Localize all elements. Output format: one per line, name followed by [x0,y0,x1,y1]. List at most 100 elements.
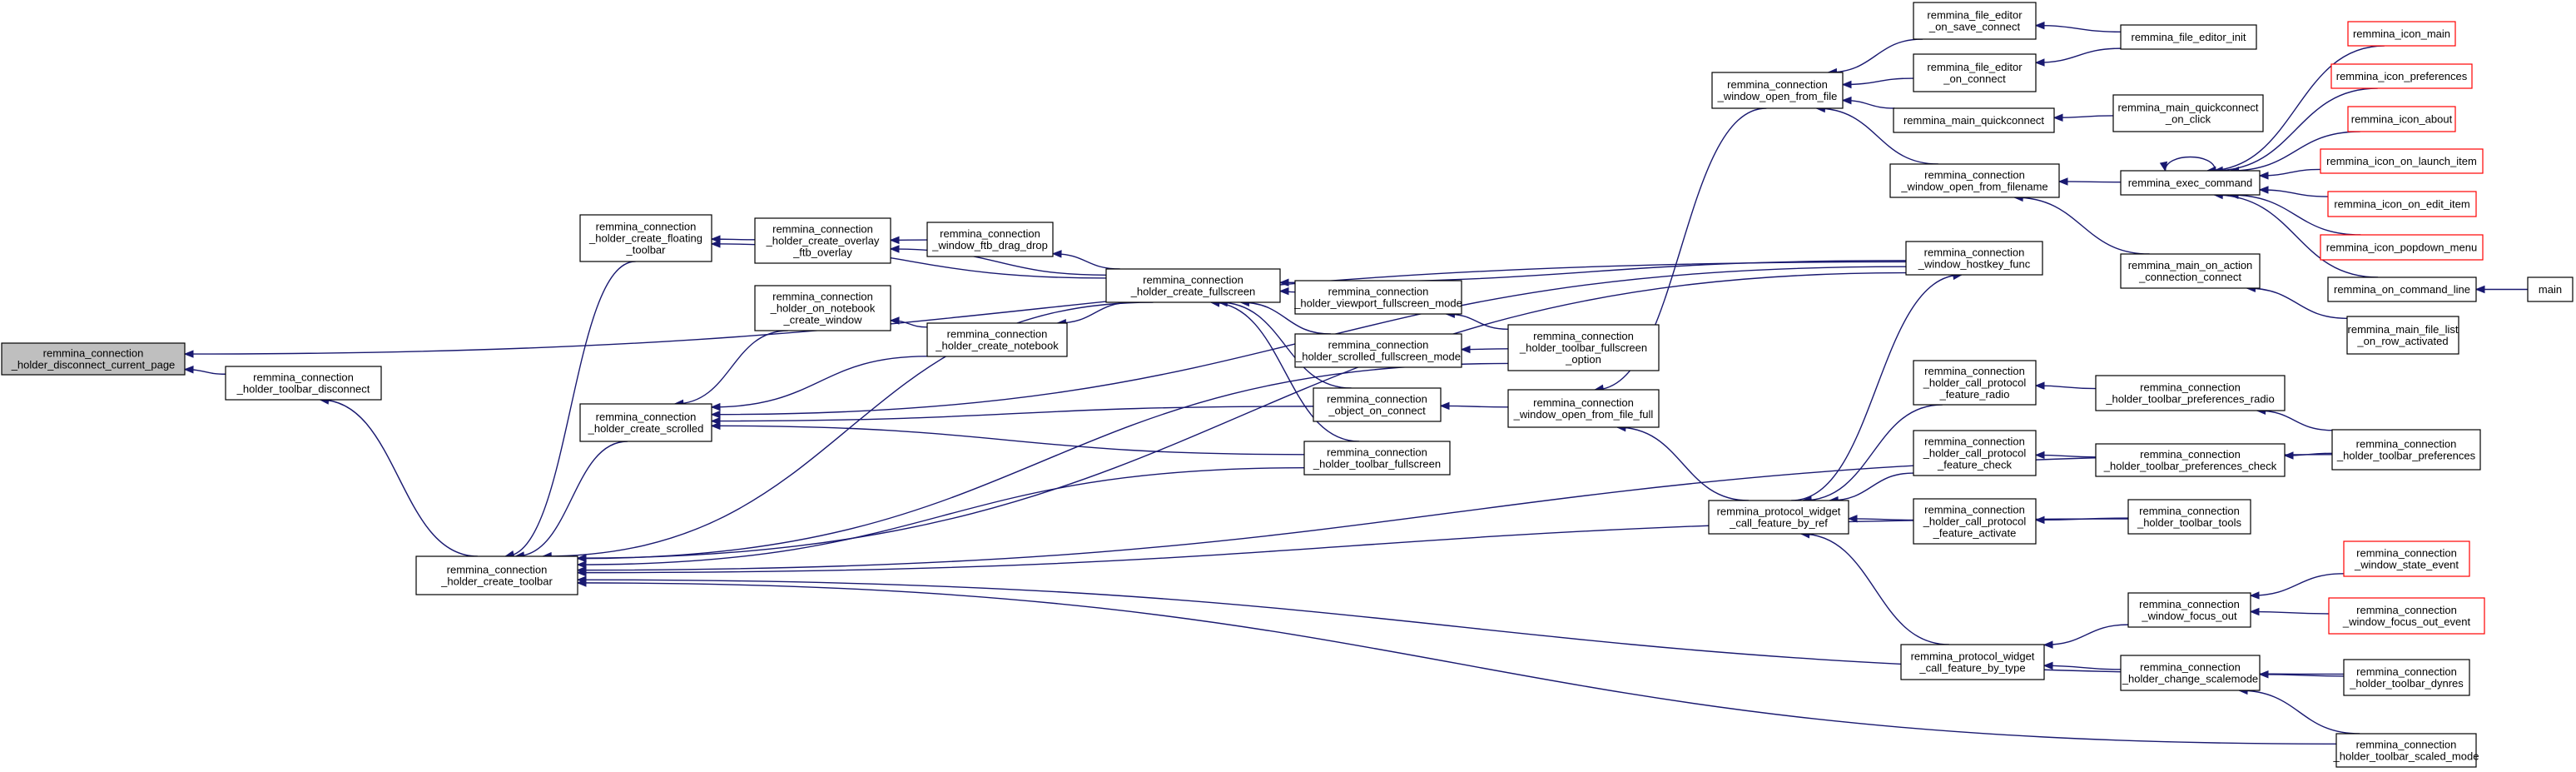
node-label-line: remmina_connection [2139,598,2240,610]
edge-line [2250,610,2330,615]
node-remmina-connection-holder-toolbar-preferences[interactable]: remmina_connection_holder_toolbar_prefer… [2331,429,2481,471]
node-box [2127,592,2251,628]
node-remmina-connection-holder-scrolled-fullscreen-mode[interactable]: remmina_connection_holder_scrolled_fulls… [1294,333,1462,368]
node-remmina-connection-holder-call-protocol-feature-activate[interactable]: remmina_connection_holder_call_protocol_… [1913,498,2037,545]
node-box [754,285,891,331]
node-remmina-file-editor-on-connect[interactable]: remmina_file_editor_on_connect [1913,53,2037,92]
node-remmina-connection-window-focus-out[interactable]: remmina_connection_window_focus_out [2127,592,2251,628]
node-label-line: remmina_protocol_widget [1717,506,1841,518]
node-remmina-connection-window-ftb-drag-drop[interactable]: remmina_connection_window_ftb_drag_drop [926,222,1054,257]
node-label-line: remmina_connection [447,564,548,576]
edge-arrowhead [2249,591,2260,600]
node-remmina-connection-holder-on-notebook-create-window[interactable]: remmina_connection_holder_on_notebook_cr… [754,285,891,331]
node-label-line: _toolbar [626,244,667,257]
node-remmina-icon-popdown-menu[interactable]: remmina_icon_popdown_menu [2320,234,2484,261]
edge-line [577,579,2345,675]
edge-line [2239,690,2360,735]
edge-line [1279,260,1907,284]
node-remmina-connection-holder-create-toolbar[interactable]: remmina_connection_holder_create_toolbar [415,555,578,595]
node-remmina-main-quickconnect[interactable]: remmina_main_quickconnect [1893,107,2055,133]
node-box [2335,733,2477,768]
node-remmina-connection-holder-viewport-fullscreen-mode[interactable]: remmina_connection_holder_viewport_fulls… [1293,280,1462,315]
edge-line [1829,472,1914,501]
node-label-line: _holder_toolbar_preferences_radio [2105,393,2274,406]
node-label-line: remmina_connection [2140,448,2241,461]
node-remmina-connection-holder-toolbar-tools[interactable]: remmina_connection_holder_toolbar_tools [2127,499,2251,535]
node-remmina-connection-holder-toolbar-scaled-mode[interactable]: remmina_connection_holder_toolbar_scaled… [2333,733,2479,768]
node-remmina-connection-object-on-connect[interactable]: remmina_connection_object_on_connect [1313,387,1442,422]
edge-line [2014,197,2150,255]
node-remmina-connection-holder-create-floating-toolbar[interactable]: remmina_connection_holder_create_floatin… [579,214,712,262]
node-label-line: _holder_toolbar_dynres [2349,677,2464,690]
node-box [2120,253,2261,289]
node-remmina-connection-window-state-event[interactable]: remmina_connection_window_state_event [2343,540,2470,577]
node-remmina-icon-on-edit-item[interactable]: remmina_icon_on_edit_item [2327,191,2477,217]
node-label-line: remmina_connection [1327,446,1427,459]
node-label-line: _call_feature_by_ref [1729,517,1828,530]
node-remmina-file-editor-init[interactable]: remmina_file_editor_init [2120,24,2257,50]
edge-arrowhead [2042,640,2053,649]
edge-line [577,362,1509,560]
node-remmina-connection-holder-toolbar-fullscreen[interactable]: remmina_connection_holder_toolbar_fullsc… [1303,441,1451,476]
edge-arrowhead [1847,515,1858,523]
edge [2258,186,2329,197]
node-label-line: remmina_file_editor_init [2131,31,2246,43]
node-remmina-main-quickconnect-on-click[interactable]: remmina_main_quickconnect_on_click [2112,94,2264,132]
node-remmina-connection-holder-create-notebook[interactable]: remmina_connection_holder_create_noteboo… [926,322,1068,357]
node-label-line: remmina_connection [1924,169,2025,182]
node-remmina-connection-holder-toolbar-disconnect[interactable]: remmina_connection_holder_toolbar_discon… [225,366,382,401]
node-label-line: remmina_connection [772,223,873,236]
edge-line [1210,301,1360,442]
node-remmina-main-file-list-on-row-activated[interactable]: remmina_main_file_list_on_row_activated [2346,316,2459,355]
node-remmina-connection-window-hostkey-func[interactable]: remmina_connection_window_hostkey_func [1905,241,2043,276]
node-remmina-protocol-widget-call-feature-by-type[interactable]: remmina_protocol_widget_call_feature_by_… [1900,644,2045,680]
node-remmina-connection-holder-change-scalemode[interactable]: remmina_connection_holder_change_scalemo… [2120,655,2261,691]
edge-line [543,301,1154,557]
node-remmina-icon-main[interactable]: remmina_icon_main [2347,21,2456,47]
node-remmina-icon-on-launch-item[interactable]: remmina_icon_on_launch_item [2320,148,2484,174]
edge-line [2259,674,2345,677]
node-remmina-on-command-line[interactable]: remmina_on_command_line [2327,276,2477,302]
node-label-line: _connection_connect [2138,271,2241,283]
node-remmina-connection-holder-create-fullscreen[interactable]: remmina_connection_holder_create_fullscr… [1105,268,1281,303]
node-label-line: remmina_connection [1328,339,1429,351]
node-remmina-connection-window-open-from-file[interactable]: remmina_connection_window_open_from_file [1711,72,1844,109]
node-remmina-exec-command[interactable]: remmina_exec_command [2120,170,2261,196]
node-label-line: _ftb_overlay [792,247,852,259]
node-label-line: _window_state_event [2354,559,2459,571]
edge [2474,285,2528,294]
edge-line [1842,77,1914,86]
node-remmina-connection-holder-call-protocol-feature-check[interactable]: remmina_connection_holder_call_protocol_… [1913,430,2037,476]
node-remmina-icon-about[interactable]: remmina_icon_about [2347,106,2456,132]
edge-line [2207,45,2385,172]
node-remmina-connection-holder-toolbar-fullscreen-option[interactable]: remmina_connection_holder_toolbar_fullsc… [1507,324,1660,371]
node-remmina-icon-preferences[interactable]: remmina_icon_preferences [2330,63,2473,89]
node-remmina-connection-holder-create-scrolled[interactable]: remmina_connection_holder_create_scrolle… [579,403,712,442]
node-remmina-connection-holder-toolbar-preferences-check[interactable]: remmina_connection_holder_toolbar_prefer… [2095,443,2286,477]
node-remmina-connection-holder-toolbar-dynres[interactable]: remmina_connection_holder_toolbar_dynres [2343,659,2470,696]
node-remmina-main-on-action-connection-connect[interactable]: remmina_main_on_action_connection_connec… [2120,253,2261,289]
edge [673,330,788,408]
node-remmina-connection-window-focus-out-event[interactable]: remmina_connection_window_focus_out_even… [2328,597,2485,635]
node-label-line: _window_hostkey_func [1918,258,2031,271]
node-box [2127,499,2251,535]
node-remmina-connection-holder-call-protocol-feature-radio[interactable]: remmina_connection_holder_call_protocol_… [1913,360,2037,406]
node-box [1893,107,2055,133]
node-remmina-connection-holder-disconnect-current-page[interactable]: remmina_connection_holder_disconnect_cur… [1,342,186,376]
node-label-line: remmina_protocol_widget [1911,650,2035,663]
edge [576,466,1305,569]
node-main[interactable]: main [2527,276,2574,302]
node-remmina-connection-window-open-from-file-full[interactable]: remmina_connection_window_open_from_file… [1507,389,1660,428]
node-remmina-connection-holder-toolbar-preferences-radio[interactable]: remmina_connection_holder_toolbar_prefer… [2095,375,2286,411]
node-remmina-protocol-widget-call-feature-by-ref[interactable]: remmina_protocol_widget_call_feature_by_… [1708,500,1849,535]
node-remmina-connection-window-open-from-filename[interactable]: remmina_connection_window_open_from_file… [1889,163,2060,198]
node-remmina-file-editor-on-save-connect[interactable]: remmina_file_editor_on_save_connect [1913,2,2037,40]
node-label-line: remmina_connection [940,227,1040,240]
node-box [1905,241,2043,276]
node-label-line: remmina_connection [1328,286,1429,298]
node-label-line: _call_feature_by_type [1918,662,2025,675]
node-remmina-connection-holder-create-overlay-ftb-overlay[interactable]: remmina_connection_holder_create_overlay… [754,217,891,264]
node-label-line: _window_open_from_file [1717,90,1838,102]
edge-arrowhead [576,554,587,562]
